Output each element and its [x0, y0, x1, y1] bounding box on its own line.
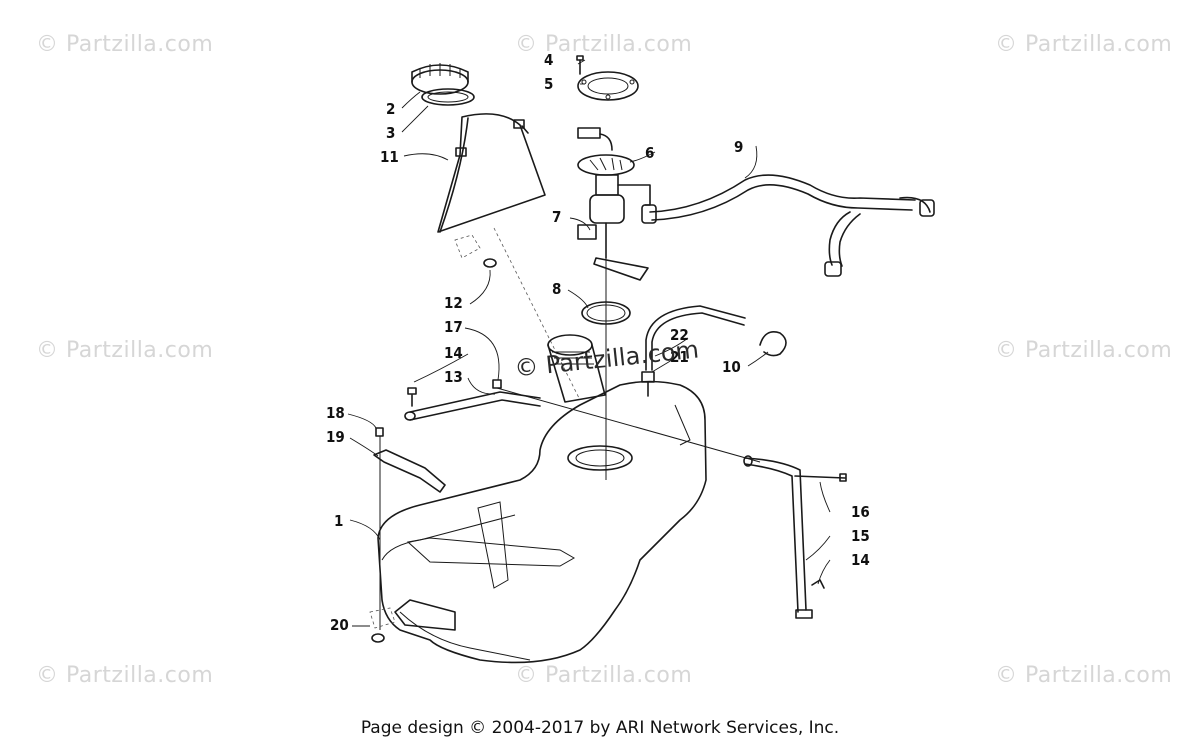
callout-21[interactable]: 21	[670, 348, 689, 366]
tank-strap-upper[interactable]	[404, 379, 761, 463]
fuel-line-hose[interactable]	[641, 174, 935, 277]
callout-20[interactable]: 20	[330, 616, 349, 634]
callout-15[interactable]: 15	[851, 527, 870, 545]
fuel-pump-assembly[interactable]	[577, 127, 651, 480]
fuel-cap[interactable]	[411, 63, 469, 95]
callout-6[interactable]: 6	[645, 144, 654, 162]
watermark-bottom-right: © Partzilla.com	[995, 663, 1173, 688]
watermark-bottom-left: © Partzilla.com	[36, 663, 214, 688]
callout-22[interactable]: 22	[670, 326, 689, 344]
callout-1[interactable]: 1	[334, 512, 343, 530]
callout-14-right[interactable]: 14	[851, 551, 870, 569]
watermark-bottom-center: © Partzilla.com	[515, 663, 693, 688]
callout-5[interactable]: 5	[544, 75, 553, 93]
cap-gasket[interactable]	[421, 88, 475, 106]
watermark-mid-right: © Partzilla.com	[995, 338, 1173, 363]
pump-seal-ring[interactable]	[581, 301, 631, 325]
filler-neck[interactable]	[547, 334, 606, 403]
callout-7[interactable]: 7	[552, 208, 561, 226]
bottom-bracket[interactable]	[369, 607, 396, 643]
callout-13[interactable]: 13	[444, 368, 463, 386]
leader-lines	[347, 59, 831, 627]
tank-strap-right[interactable]	[743, 455, 847, 619]
copyright-footer: Page design © 2004-2017 by ARI Network S…	[360, 718, 840, 738]
watermark-top-right: © Partzilla.com	[995, 32, 1173, 57]
callout-labels: 1 2 3 4 5 6 7 8 9 10 11 12 13 14 14 15 1…	[326, 51, 870, 634]
callout-10[interactable]: 10	[722, 358, 741, 376]
pump-retaining-plate[interactable]	[577, 71, 639, 101]
filler-neck-hose[interactable]	[437, 113, 581, 401]
watermark-top-left: © Partzilla.com	[36, 32, 214, 57]
callout-11[interactable]: 11	[380, 148, 399, 166]
callout-8[interactable]: 8	[552, 280, 561, 298]
callout-3[interactable]: 3	[386, 124, 395, 142]
callout-9[interactable]: 9	[734, 138, 743, 156]
callout-12[interactable]: 12	[444, 294, 463, 312]
callout-2[interactable]: 2	[386, 100, 395, 118]
tank-strap-lower[interactable]	[373, 427, 446, 630]
callout-17[interactable]: 17	[444, 318, 463, 336]
watermark-top-center: © Partzilla.com	[515, 32, 693, 57]
bracket-grommet[interactable]	[454, 234, 497, 268]
callout-14-left[interactable]: 14	[444, 344, 463, 362]
callout-4[interactable]: 4	[544, 51, 553, 69]
callout-18[interactable]: 18	[326, 404, 345, 422]
fuel-tank[interactable]	[377, 380, 707, 664]
watermark-mid-left: © Partzilla.com	[36, 338, 214, 363]
hose-clamp[interactable]	[759, 331, 787, 357]
callout-19[interactable]: 19	[326, 428, 345, 446]
pump-screw[interactable]	[576, 55, 584, 75]
callout-16[interactable]: 16	[851, 503, 870, 521]
